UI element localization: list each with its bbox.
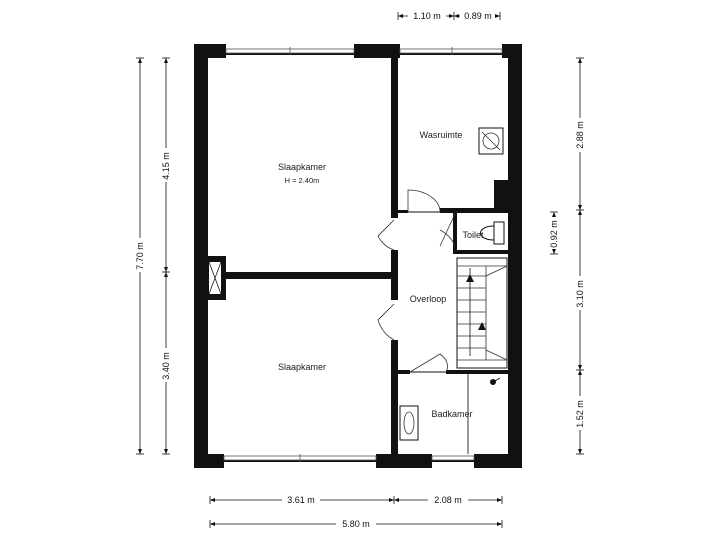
- dim-top-right: 0.89 m: [464, 11, 492, 21]
- stair-arrow-head-lower: [478, 322, 486, 330]
- washing-machine-mark: [481, 131, 501, 151]
- washing-machine: [478, 127, 504, 155]
- dim-left-upper: 4.15 m: [161, 152, 171, 180]
- dim-bottom-right: 2.08 m: [434, 495, 462, 505]
- dim-right-lower: 1.52 m: [575, 400, 585, 428]
- window-bottom-bathroom: [431, 455, 475, 461]
- dimension-labels: 1.10 m 0.89 m 7.70 m 4.15 m 3.40 m 2.88 …: [134, 10, 586, 530]
- dim-right-middle: 3.10 m: [575, 280, 585, 308]
- dim-right-upper: 2.88 m: [575, 121, 585, 149]
- dim-right-toilet: 0.92 m: [549, 220, 559, 248]
- door-toilet-swing: [439, 213, 456, 247]
- dimension-arrows: [138, 14, 582, 526]
- room-height-bedroom-top: H = 2.40m: [285, 176, 320, 185]
- staircase: [456, 257, 508, 369]
- dim-bottom-left: 3.61 m: [287, 495, 315, 505]
- doors: [377, 189, 456, 373]
- room-labels: Slaapkamer H = 2.40m Slaapkamer Wasruimt…: [278, 130, 484, 419]
- shower-arm: [492, 377, 501, 383]
- wall-laundry-bottom-left: [398, 210, 408, 213]
- bathroom-sink: [399, 405, 419, 441]
- fixtures: [399, 127, 508, 454]
- wall-right-notch: [494, 180, 508, 212]
- shaft-cross-b: [208, 261, 222, 295]
- wall-right: [508, 44, 522, 468]
- walls: [194, 44, 522, 468]
- door-bedroom-top-swing: [377, 219, 395, 251]
- dim-bottom-total: 5.80 m: [342, 519, 370, 529]
- wall-toilet-bottom: [453, 250, 508, 254]
- stair-arrow-head-up: [466, 274, 474, 282]
- wall-laundry-bottom-right: [440, 208, 508, 213]
- wall-bathroom-top-right: [446, 370, 508, 374]
- door-laundry-swing: [407, 189, 441, 213]
- room-label-landing: Overloop: [410, 294, 447, 304]
- wall-bottom-right-block: [474, 454, 522, 468]
- wall-between-bedrooms: [208, 272, 398, 279]
- dim-top-left: 1.10 m: [413, 11, 441, 21]
- wall-bottom-left-block: [194, 454, 224, 468]
- room-label-bedroom-bottom: Slaapkamer: [278, 362, 326, 372]
- room-label-bedroom-top: Slaapkamer: [278, 162, 326, 172]
- dim-left-lower: 3.40 m: [161, 352, 171, 380]
- room-label-bathroom: Badkamer: [431, 409, 472, 419]
- wall-bathroom-top-left: [398, 370, 410, 374]
- toilet-cistern: [493, 221, 505, 245]
- dim-left-total: 7.70 m: [135, 242, 145, 270]
- wall-left: [194, 44, 208, 468]
- room-label-toilet: Toilet: [462, 230, 484, 240]
- door-bedroom-bottom-swing: [377, 303, 395, 341]
- washing-machine-drum: [482, 132, 500, 150]
- wall-bottom-middle-block: [376, 454, 432, 468]
- wall-top-middle-block: [354, 44, 400, 58]
- door-bathroom-swing: [409, 353, 448, 373]
- wall-interior-vertical-lower: [391, 340, 398, 454]
- toilet-bowl: [480, 225, 495, 241]
- windows: [223, 47, 503, 462]
- room-label-laundry: Wasruimte: [420, 130, 463, 140]
- stair-treads: [457, 265, 508, 361]
- bathroom-sink-basin: [403, 411, 415, 435]
- wall-interior-vertical-upper: [391, 58, 398, 218]
- window-top-laundry: [399, 48, 503, 54]
